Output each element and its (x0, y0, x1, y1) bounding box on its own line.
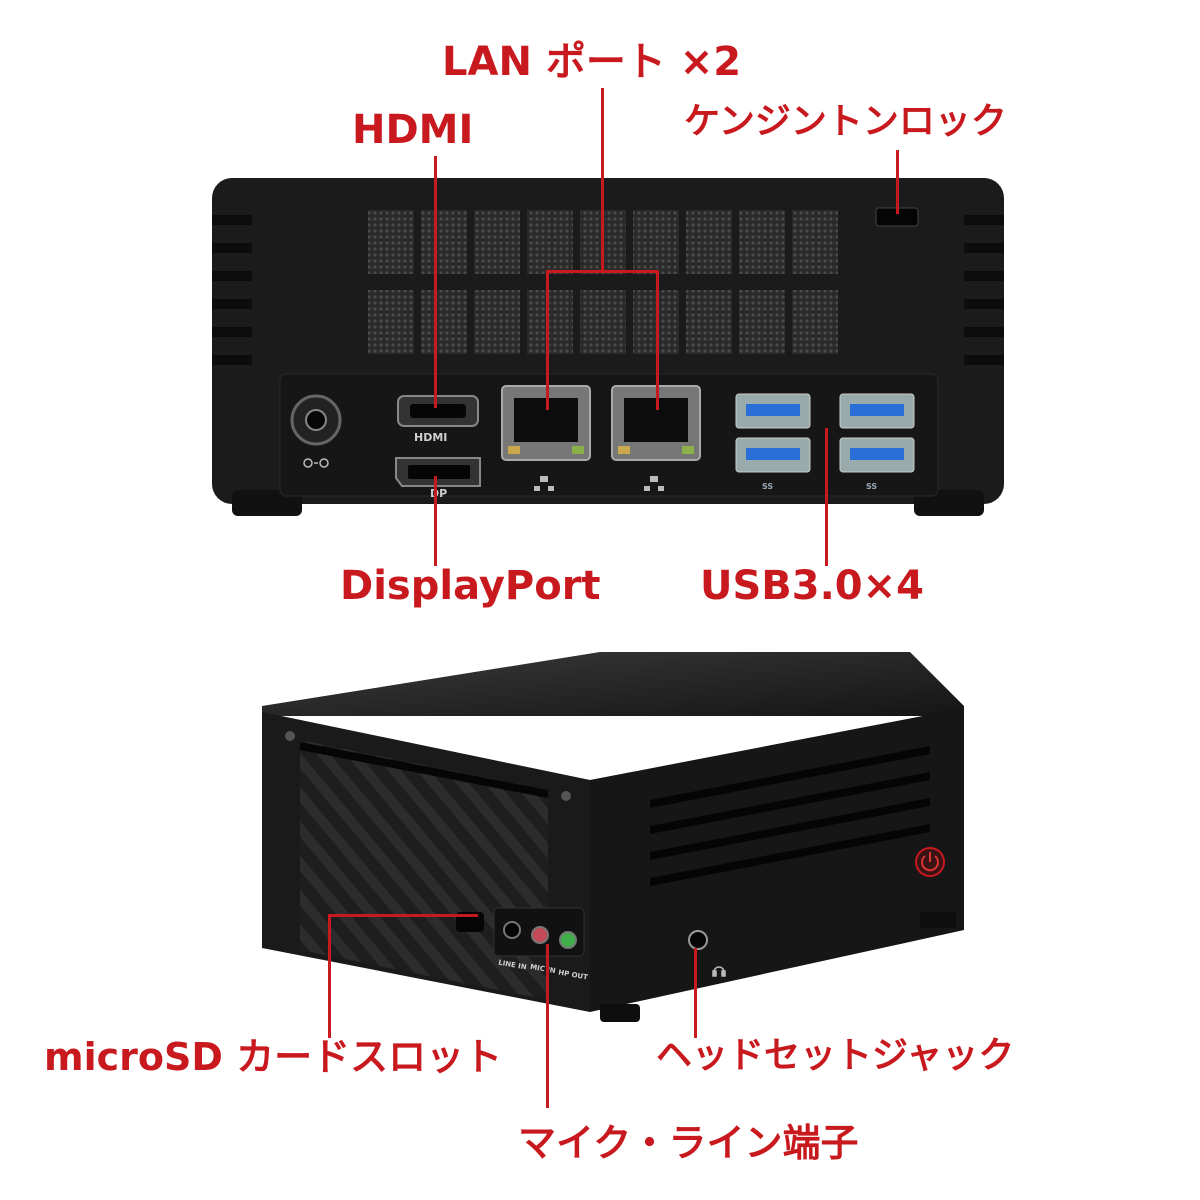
vent-grid (368, 210, 838, 354)
displayport-port (395, 457, 481, 487)
mic-line-leader (546, 944, 549, 1108)
lan-leader-left (546, 270, 549, 410)
lan-port-2 (611, 385, 701, 461)
usb-port-label-2: SS (866, 482, 878, 491)
callout-microsd-slot: microSD カードスロット (44, 1035, 503, 1079)
headset-leader (694, 948, 697, 1038)
usb-port-group-2 (839, 393, 915, 473)
callout-lan-ports: LAN ポート ×2 (442, 39, 742, 85)
microsd-leader-h (328, 914, 478, 917)
callout-usb: USB3.0×4 (700, 563, 924, 609)
kensington-leader (896, 150, 899, 214)
microsd-leader-v (328, 914, 331, 1038)
hdmi-port-label: HDMI (414, 431, 448, 444)
lan-leader-right (656, 270, 659, 410)
usb-leader (825, 428, 828, 566)
callout-displayport: DisplayPort (340, 563, 601, 609)
lan-leader-bar (546, 270, 658, 273)
callout-kensington-lock: ケンジントンロック (684, 101, 1007, 142)
power-dc-icon (303, 458, 329, 468)
lan-leader (601, 88, 604, 272)
lan-network-icon (534, 476, 664, 491)
headphone-icon (712, 966, 726, 977)
angled-chassis (262, 652, 964, 1022)
usb-port-group-1 (735, 393, 811, 473)
power-button-icon (915, 847, 945, 877)
hdmi-leader (434, 156, 437, 408)
callout-headset-jack: ヘッドセットジャック (656, 1035, 1015, 1076)
dc-power-jack (290, 394, 342, 446)
callout-hdmi: HDMI (352, 107, 474, 153)
dp-port-label: DP (430, 487, 448, 500)
usb-port-label-1: SS (762, 482, 774, 491)
hdmi-port (397, 395, 479, 427)
callout-mic-line-jacks: マイク・ライン端子 (518, 1121, 859, 1165)
displayport-leader (434, 476, 437, 566)
